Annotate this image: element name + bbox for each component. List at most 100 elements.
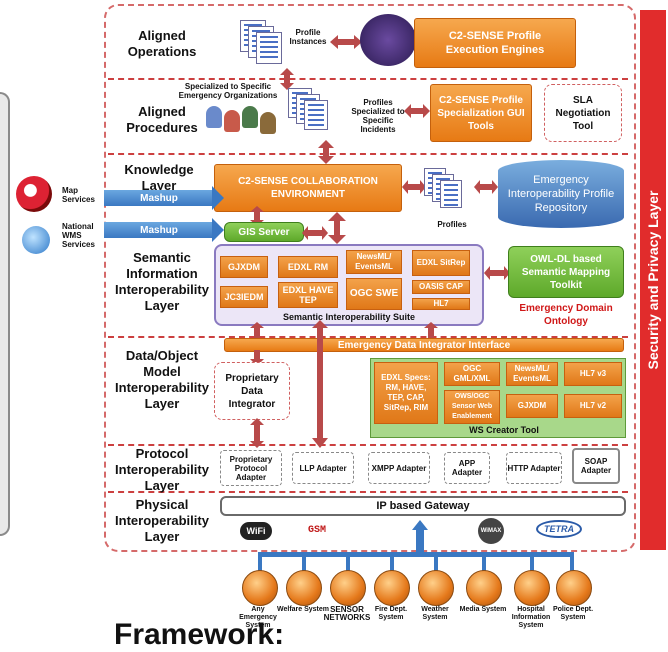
vertical-arrow-icon [250,206,264,226]
separator [108,78,628,80]
semantic-cell: EDXL RM [278,256,338,278]
map-services-icon [16,176,52,212]
person-icon [224,110,240,132]
profiles-label: Profiles [437,220,467,229]
semantic-cell: HL7 [412,298,470,310]
wms-services-label: National WMS Services [62,222,95,249]
engine-gears-icon [360,14,416,66]
ontology-label: Emergency Domain Ontology [519,303,613,327]
side-panel [0,92,10,536]
map-services-label: Map Services [62,186,95,204]
semantic-cell: NewsML/ EventsML [346,250,402,274]
bidirectional-arrow-icon [302,226,328,240]
gsm-logo: GSM [307,524,326,536]
arrow-right-icon [212,218,224,242]
gui-tools-box: C2-SENSE Profile Specialization GUI Tool… [430,84,532,142]
bidirectional-arrow-icon [404,104,430,118]
framework-title: Framework: [114,618,285,651]
separator [108,336,628,338]
ws-cell: HL7 v2 [564,394,622,418]
vertical-arrow-icon [250,418,264,448]
wifi-logo: WiFi [240,522,272,540]
soap-adapter: SOAP Adapter [572,448,620,484]
separator [108,153,628,155]
system-label: Any Emergency System [239,606,277,629]
person-icon [242,106,258,128]
ws-cell: OGC GML/XML [444,362,500,386]
server-icon [466,570,502,606]
separator [108,444,628,446]
bidirectional-arrow-icon [330,35,362,49]
ip-gateway-bar: IP based Gateway [220,496,626,516]
arrow-right-icon [212,186,224,210]
proprietary-data-integrator-box: Proprietary Data Integrator [214,362,290,420]
vertical-arrow-icon [280,68,294,90]
sla-negotiation-box: SLA Negotiation Tool [544,84,622,142]
semantic-cell: OGC SWE [346,278,402,310]
server-icon [242,570,278,606]
system-label: Fire Dept. System [374,606,408,621]
document-icon [256,32,282,64]
profile-instances-label: Profile Instances [289,28,327,46]
proprietary-protocol-adapter: Proprietary Protocol Adapter [220,450,282,486]
llp-adapter: LLP Adapter [292,452,354,484]
ws-creator-label: WS Creator Tool [469,425,539,435]
bidirectional-arrow-icon [484,266,510,280]
semantic-cell: OASIS CAP [412,280,470,294]
system-label: Police Dept. System [552,606,594,621]
layer-label-knowledge: Knowledge Layer [124,162,194,193]
server-icon [286,570,322,606]
server-icon [514,570,550,606]
tetra-logo: TETRA [536,520,582,538]
bidirectional-arrow-icon [402,180,426,194]
layer-label-data-object: Data/Object Model Interoperability Layer [115,348,209,411]
layer-label-aligned-operations: Aligned Operations [127,28,197,59]
system-label: Media System [459,606,507,613]
specialized-incidents-label: Profiles Specialized to Specific Inciden… [351,98,405,134]
system-label: Welfare System [277,606,330,613]
system-label: Weather System [421,606,449,621]
ws-cell: OWS/OGC Sensor Web Enablement [444,390,500,424]
semantic-suite-label: Semantic Interoperability Suite [282,312,416,322]
document-icon [304,100,328,130]
document-icon [440,180,462,208]
layer-label-aligned-procedures: Aligned Procedures [126,104,198,135]
network-tree-connector [258,520,574,576]
http-adapter: HTTP Adapter [506,452,562,484]
person-icon [260,112,276,134]
profile-repository-database: Emergency Interoperability Profile Repos… [498,160,624,228]
ws-cell: NewsML/ EventsML [506,362,558,386]
mashup-arrow-wms: Mashup [104,222,214,238]
vertical-arrow-icon [328,212,346,244]
security-privacy-layer: Security and Privacy Layer [640,10,666,550]
data-integrator-interface-bar: Emergency Data Integrator Interface [224,338,624,352]
architecture-frame [104,4,636,552]
separator [108,491,628,493]
system-label: Hospital Information System [511,606,551,629]
specialized-orgs-label: Specialized to Specific Emergency Organi… [178,82,278,100]
execution-engines-box: C2-SENSE Profile Execution Engines [414,18,576,68]
ws-cell: HL7 v3 [564,362,622,386]
semantic-cell: EDXL SitRep [412,250,470,276]
server-icon [556,570,592,606]
ws-cell: EDXL Specs: RM, HAVE, TEP, CAP, SitRep, … [374,362,438,424]
system-label: SENSOR NETWORKS [323,605,371,622]
semantic-mapping-toolkit-box: OWL-DL based Semantic Mapping Toolkit [508,246,624,298]
security-layer-label: Security and Privacy Layer [645,190,661,370]
layer-label-semantic: Semantic Information Interoperability La… [115,250,209,313]
bidirectional-arrow-icon [474,180,498,194]
app-adapter: APP Adapter [444,452,490,484]
gis-server-box: GIS Server [224,222,304,242]
mashup-arrow-map: Mashup [104,190,214,206]
vertical-arrow-icon [318,140,334,164]
vertical-connector-arrow [312,320,328,448]
server-icon [330,570,366,606]
semantic-cell: JC3IEDM [220,286,268,308]
server-icon [374,570,410,606]
person-icon [206,106,222,128]
semantic-cell: GJXDM [220,256,268,278]
wimax-logo: WiMAX [478,518,504,544]
layer-label-protocol: Protocol Interoperability Layer [115,446,209,493]
layer-label-physical: Physical Interoperability Layer [115,497,209,544]
globe-icon [22,226,50,254]
